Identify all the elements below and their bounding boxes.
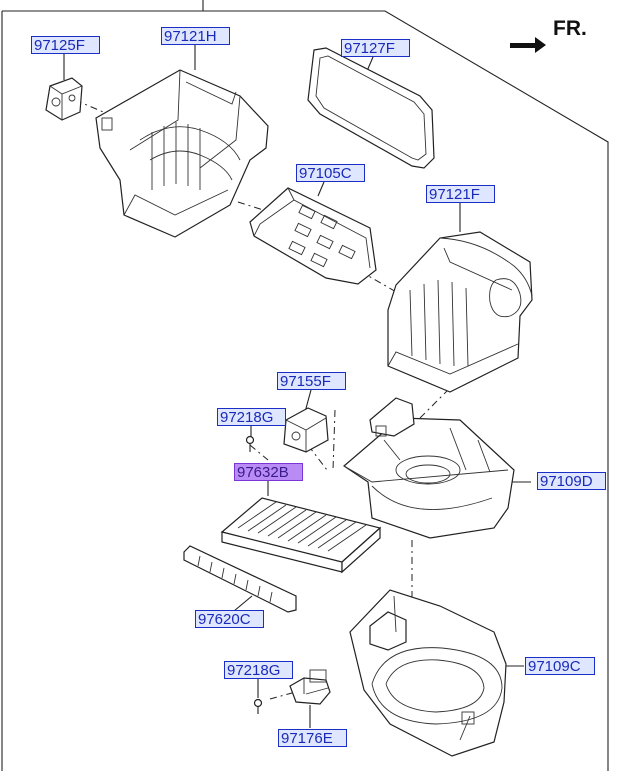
part-label-97121F[interactable]: 97121F: [426, 185, 495, 203]
part-label-97127F[interactable]: 97127F: [341, 39, 410, 57]
part-label-97121H[interactable]: 97121H: [161, 27, 230, 45]
resistor-97176E-drawing: [289, 669, 331, 705]
screw-97218G-upper-drawing: [245, 435, 255, 452]
frame-outline: [2, 10, 609, 771]
leader-lines: [63, 43, 531, 728]
case-97121H-drawing: [95, 69, 269, 238]
arrow-right-icon: [510, 37, 546, 53]
screw-97218G-lower-drawing: [253, 698, 263, 714]
evaporator-97105C-drawing: [249, 187, 377, 285]
housing-97121F-drawing: [387, 231, 533, 393]
part-label-97109C[interactable]: 97109C: [525, 657, 595, 675]
filter-97632B-drawing: [220, 497, 382, 574]
part-label-97632B[interactable]: 97632B: [234, 463, 303, 481]
part-label-97109D[interactable]: 97109D: [537, 472, 606, 490]
assembly-dash-lines: [74, 99, 450, 700]
actuator-97125F-drawing: [45, 77, 83, 121]
actuator-97155F-drawing: [283, 407, 329, 453]
part-label-97176E[interactable]: 97176E: [278, 729, 347, 747]
part-label-97218G-lower[interactable]: 97218G: [224, 661, 293, 679]
part-label-97155F[interactable]: 97155F: [277, 372, 346, 390]
part-label-97620C[interactable]: 97620C: [195, 610, 264, 628]
front-orientation-label: FR.: [553, 17, 587, 40]
cover-97620C-drawing: [183, 545, 297, 613]
seal-97127F-drawing: [307, 47, 435, 169]
part-label-97125F[interactable]: 97125F: [31, 36, 100, 54]
part-label-97105C[interactable]: 97105C: [296, 164, 365, 182]
case-97109D-drawing: [343, 397, 515, 539]
part-label-97218G-upper[interactable]: 97218G: [217, 408, 286, 426]
case-97109C-drawing: [349, 589, 507, 757]
